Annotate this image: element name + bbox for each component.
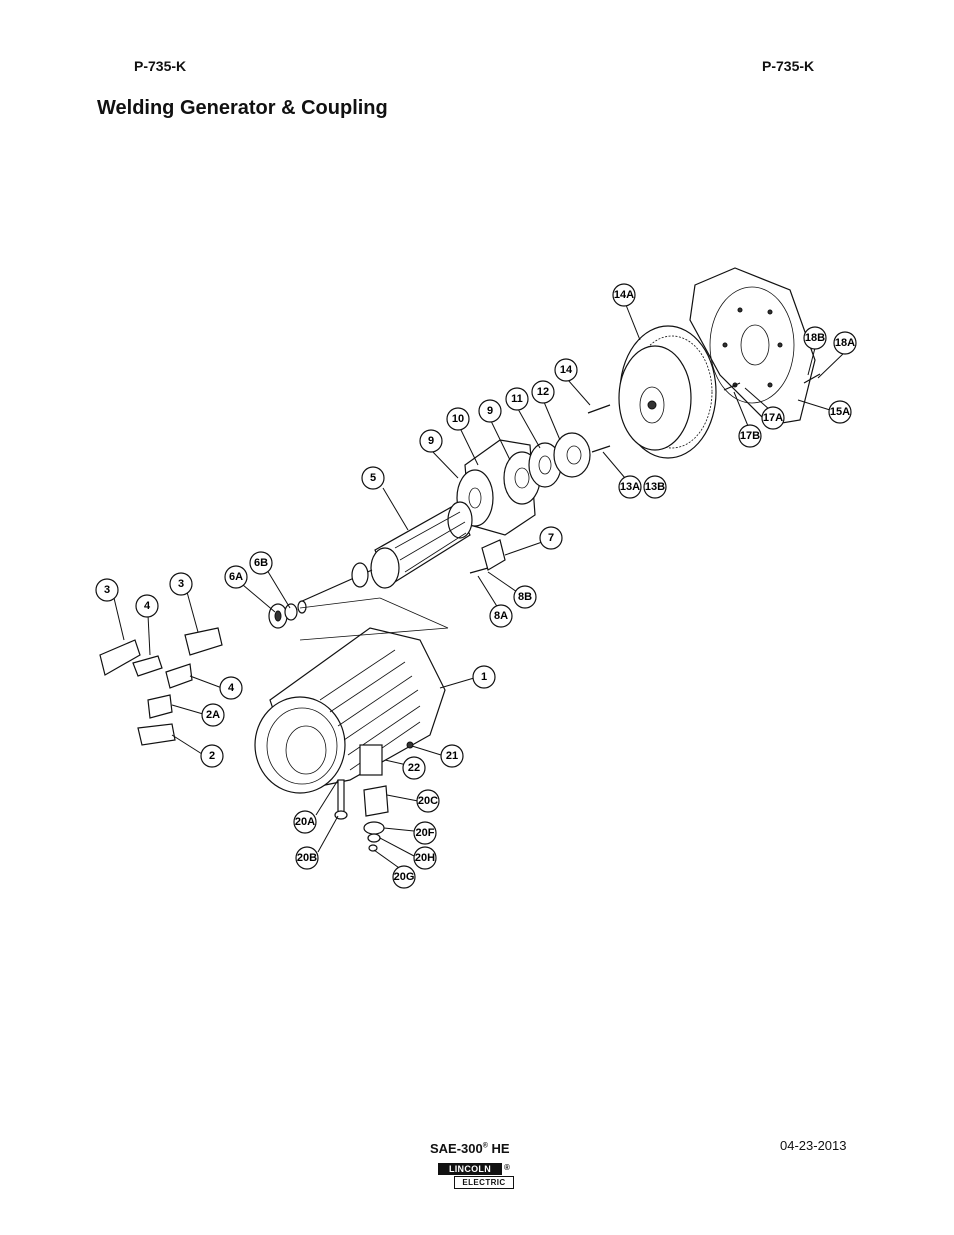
model-registered-mark: ® xyxy=(482,1142,488,1150)
callout-18a: 18A xyxy=(833,331,857,355)
svg-text:1: 1 xyxy=(481,671,487,683)
svg-text:5: 5 xyxy=(370,472,376,484)
svg-text:14A: 14A xyxy=(614,289,634,301)
svg-text:2A: 2A xyxy=(206,709,220,721)
brush-parts xyxy=(99,627,223,746)
callout-8a: 8A xyxy=(489,604,513,628)
callout-20h: 20H xyxy=(413,846,437,870)
callout-18b: 18B xyxy=(803,326,827,350)
svg-text:20H: 20H xyxy=(415,852,435,864)
footer-date: 04-23-2013 xyxy=(780,1138,847,1153)
callout-20b: 20B xyxy=(295,846,319,870)
svg-text:8A: 8A xyxy=(494,610,508,622)
svg-text:17B: 17B xyxy=(740,430,760,442)
svg-text:20B: 20B xyxy=(297,852,317,864)
callout-11: 11 xyxy=(505,387,529,411)
callout-20f: 20F xyxy=(413,821,437,845)
leader-lines xyxy=(113,304,846,871)
callout-2a: 2A xyxy=(201,703,225,727)
svg-text:13B: 13B xyxy=(645,481,665,493)
svg-text:6A: 6A xyxy=(229,571,243,583)
model-name: SAE-300 xyxy=(430,1141,483,1156)
svg-text:10: 10 xyxy=(452,413,464,425)
svg-text:21: 21 xyxy=(446,750,458,762)
callout-20g: 20G xyxy=(392,865,416,889)
callout-10: 10 xyxy=(446,407,470,431)
callout-9-left: 9 xyxy=(419,429,443,453)
svg-text:6B: 6B xyxy=(254,557,268,569)
header-right-code: P-735-K xyxy=(762,58,815,74)
svg-text:4: 4 xyxy=(228,682,235,694)
coupling-plates xyxy=(456,432,591,536)
svg-text:3: 3 xyxy=(178,578,184,590)
svg-text:15A: 15A xyxy=(830,406,850,418)
svg-text:9: 9 xyxy=(487,405,493,417)
callout-22: 22 xyxy=(402,756,426,780)
callout-12: 12 xyxy=(531,380,555,404)
bearing xyxy=(268,600,307,629)
svg-text:18A: 18A xyxy=(835,337,855,349)
callout-4-top: 4 xyxy=(135,594,159,618)
logo-registered-mark: ® xyxy=(504,1163,510,1172)
callout-4-bottom: 4 xyxy=(219,676,243,700)
svg-text:22: 22 xyxy=(408,762,420,774)
page-title: Welding Generator & Coupling xyxy=(97,97,388,119)
header-left-code: P-735-K xyxy=(134,58,187,74)
callout-21: 21 xyxy=(440,744,464,768)
flywheel xyxy=(618,325,717,459)
callout-9-right: 9 xyxy=(478,399,502,423)
logo-bottom-text: ELECTRIC xyxy=(454,1176,514,1189)
callout-6a: 6A xyxy=(224,565,248,589)
callout-20c: 20C xyxy=(416,789,440,813)
callout-5: 5 xyxy=(361,466,385,490)
svg-text:9: 9 xyxy=(428,435,434,447)
model-suffix: HE xyxy=(487,1141,510,1156)
svg-text:20F: 20F xyxy=(416,827,435,839)
callout-13b: 13B xyxy=(643,475,667,499)
svg-text:8B: 8B xyxy=(518,591,532,603)
svg-text:14: 14 xyxy=(560,364,573,376)
callout-13a: 13A xyxy=(618,475,642,499)
callout-2: 2 xyxy=(200,744,224,768)
callout-14a: 14A xyxy=(612,283,636,307)
footer-model: SAE-300® HE xyxy=(430,1141,510,1156)
callout-15a: 15A xyxy=(828,400,852,424)
callout-17b: 17B xyxy=(738,424,762,448)
svg-text:18B: 18B xyxy=(805,332,825,344)
svg-text:20G: 20G xyxy=(394,871,415,883)
callout-1: 1 xyxy=(472,665,496,689)
callout-3-right: 3 xyxy=(169,572,193,596)
svg-text:20A: 20A xyxy=(295,816,315,828)
svg-text:12: 12 xyxy=(537,386,549,398)
svg-text:11: 11 xyxy=(511,393,523,405)
svg-text:4: 4 xyxy=(144,600,151,612)
callout-20a: 20A xyxy=(293,810,317,834)
callout-14: 14 xyxy=(554,358,578,382)
svg-text:13A: 13A xyxy=(620,481,640,493)
callout-6b: 6B xyxy=(249,551,273,575)
stator-frame xyxy=(254,597,449,794)
svg-text:7: 7 xyxy=(548,532,554,544)
svg-text:3: 3 xyxy=(104,584,110,596)
lincoln-electric-logo: LINCOLN ® ELECTRIC xyxy=(438,1163,516,1189)
callout-8b: 8B xyxy=(513,585,537,609)
callout-3-left: 3 xyxy=(95,578,119,602)
svg-text:20C: 20C xyxy=(418,795,438,807)
svg-text:17A: 17A xyxy=(763,412,783,424)
rotor-assembly xyxy=(299,501,473,603)
logo-top-text: LINCOLN xyxy=(438,1163,502,1175)
svg-text:2: 2 xyxy=(209,750,215,762)
callout-17a: 17A xyxy=(761,406,785,430)
fan-blade xyxy=(481,539,506,571)
callout-7: 7 xyxy=(539,526,563,550)
screws xyxy=(469,373,821,574)
engine-adapter-housing xyxy=(689,267,816,426)
